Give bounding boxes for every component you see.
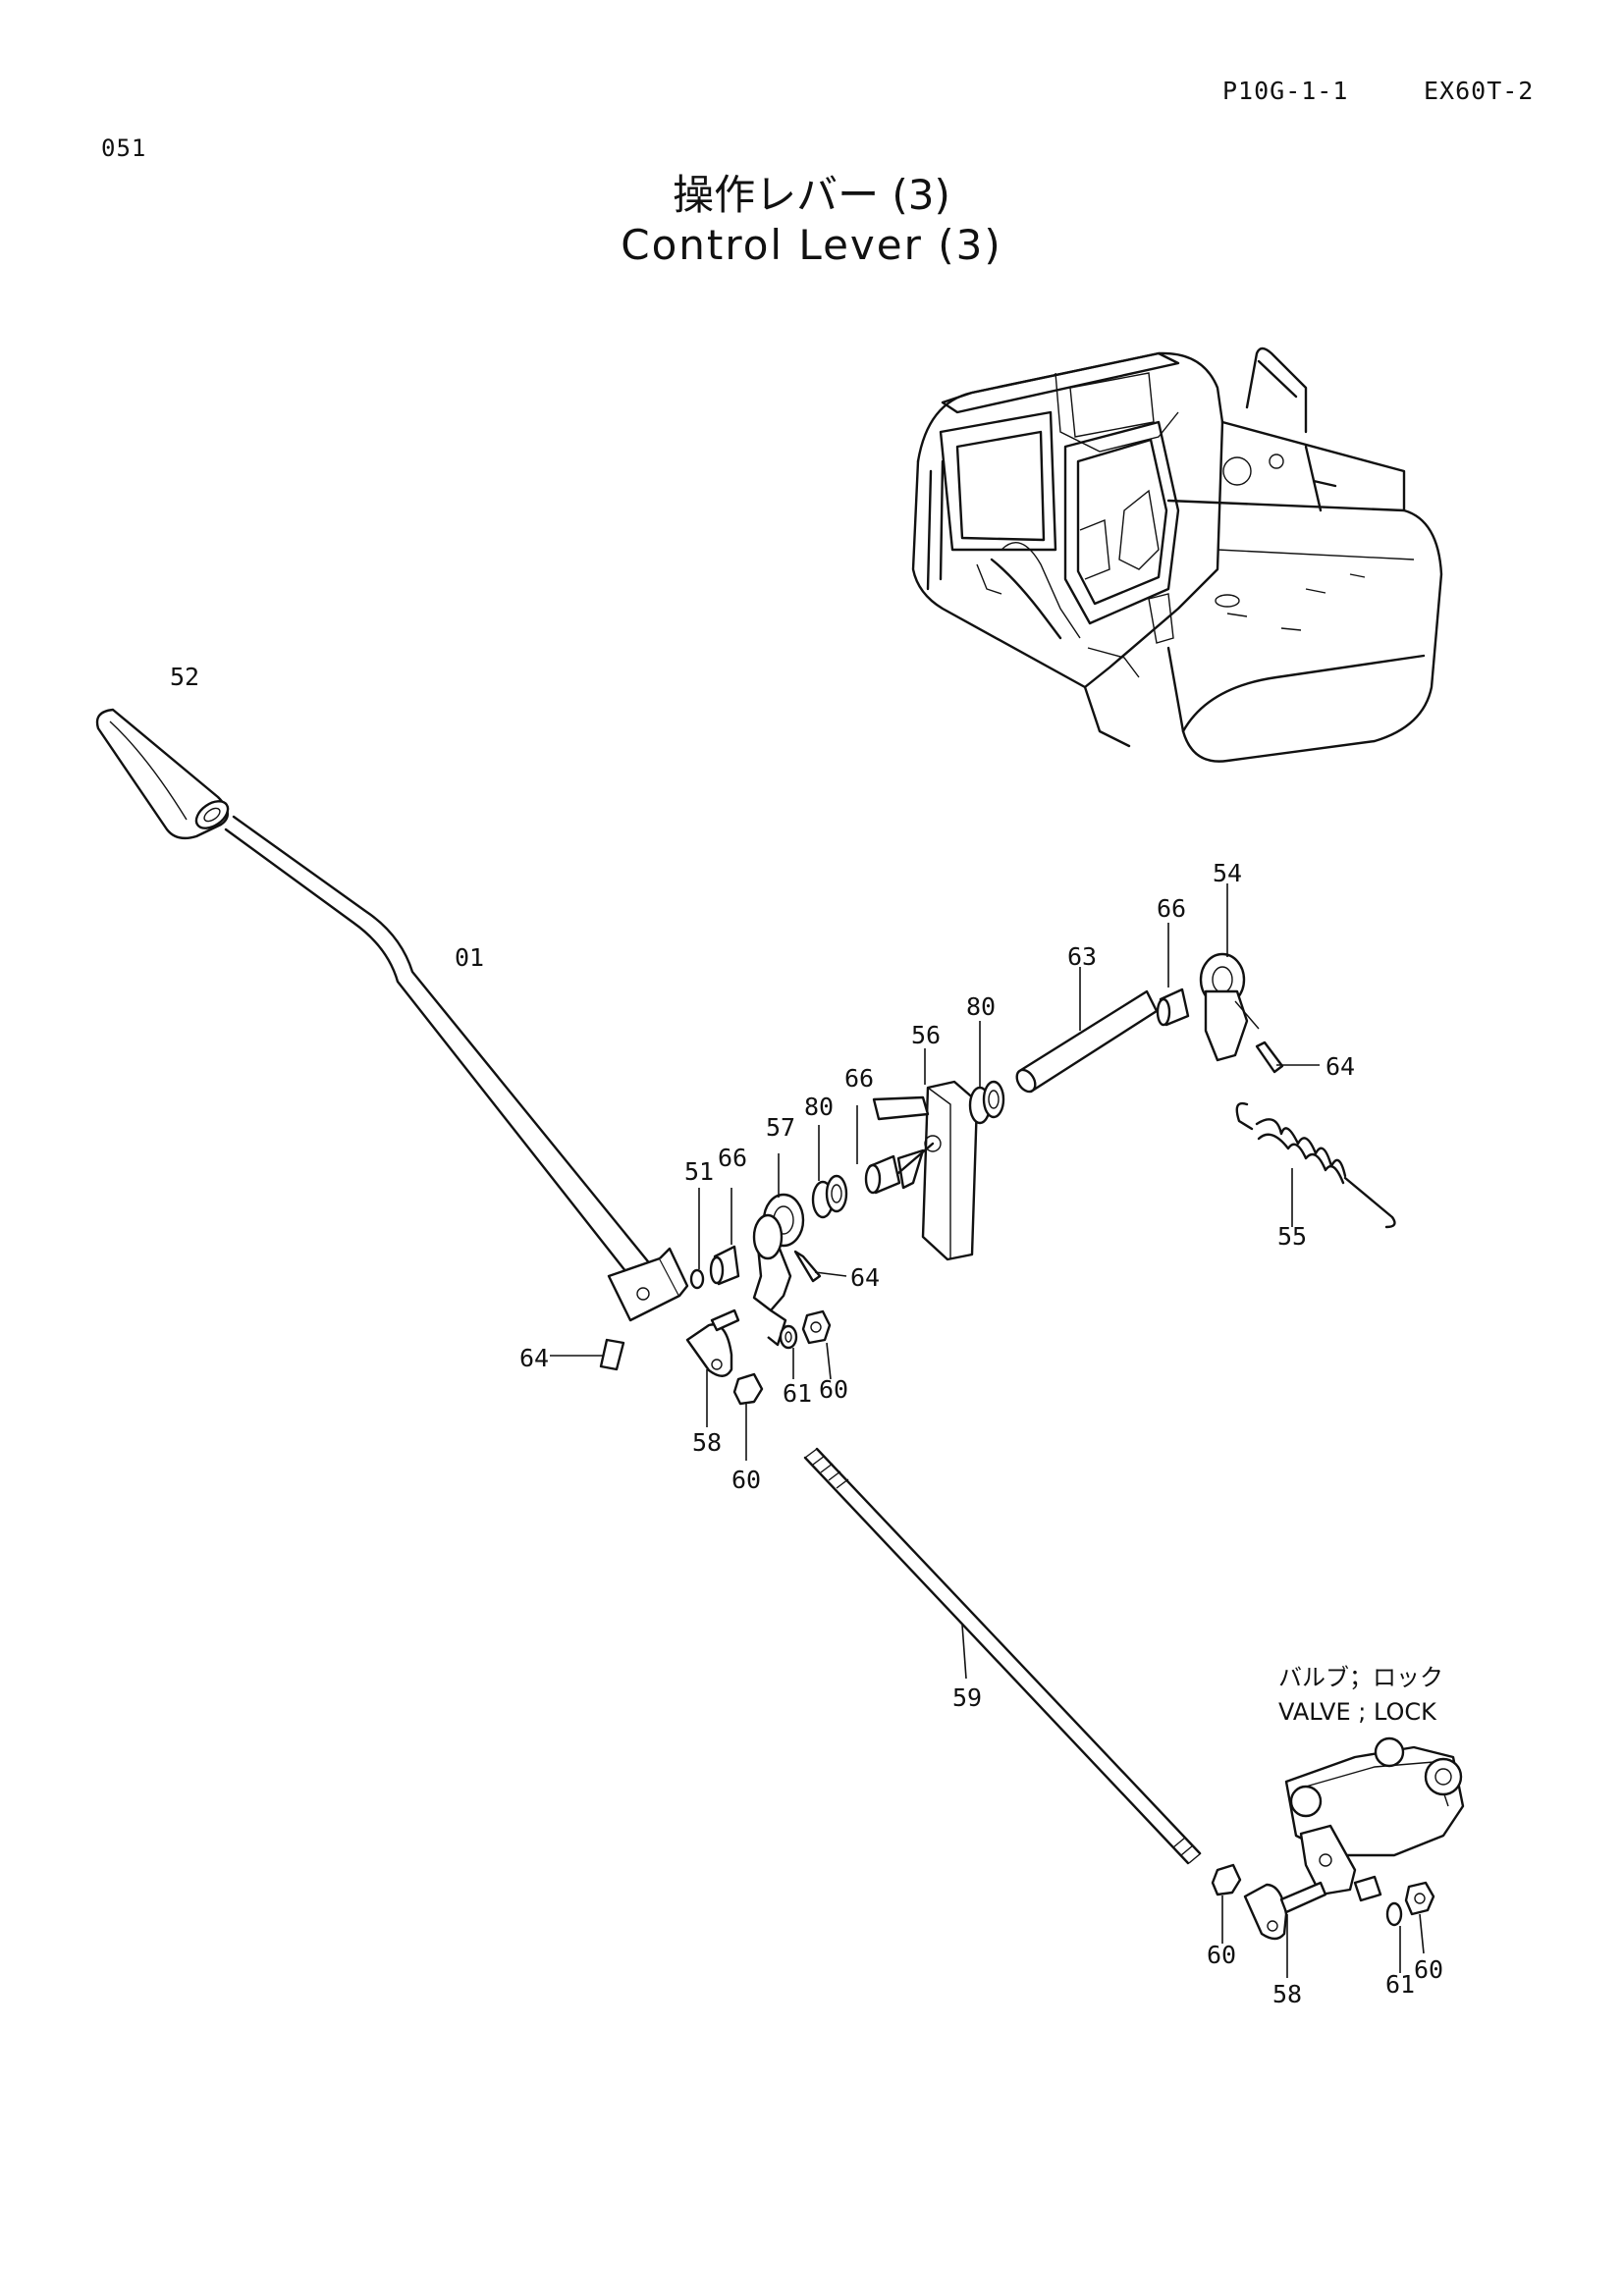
part-60-nut-upper <box>801 1309 832 1380</box>
part-58-rod-end-upper <box>685 1308 740 1427</box>
part-01-control-lever-rod <box>224 815 689 1322</box>
lock-valve-assembly <box>1284 1736 1465 1902</box>
title-english: Control Lever (3) <box>621 221 1002 269</box>
callout-55: 55 <box>1277 1222 1307 1251</box>
part-52-lever-grip <box>95 708 230 840</box>
section-number: 051 <box>101 134 147 162</box>
part-60-nut-lower-left <box>1211 1863 1242 1944</box>
callout-66-lower: 66 <box>718 1144 747 1172</box>
part-63-shaft <box>1015 967 1159 1094</box>
callout-63: 63 <box>1067 942 1097 971</box>
page-code: P10G-1-1 <box>1222 77 1349 105</box>
part-51-snap-ring <box>689 1188 705 1290</box>
part-60-nut-lower-right <box>1404 1881 1435 1954</box>
part-60-nut-rod <box>732 1372 764 1461</box>
callout-56: 56 <box>911 1021 941 1049</box>
callout-51: 51 <box>684 1157 714 1186</box>
part-54-lever <box>1199 883 1260 1062</box>
part-64-pin-middle <box>793 1250 847 1283</box>
callout-58-upper: 58 <box>692 1428 722 1457</box>
note-valve-lock-english: VALVE ; LOCK <box>1278 1698 1437 1726</box>
part-66-bushing-center <box>856 1105 901 1195</box>
callout-60-upper: 60 <box>819 1375 848 1404</box>
part-66-bushing-left <box>709 1188 740 1286</box>
callout-59: 59 <box>952 1683 982 1712</box>
part-80-washer-right <box>968 1021 1005 1125</box>
part-58-rod-end-lower <box>1243 1881 1327 1978</box>
part-64-pin-upper-right <box>1255 1041 1320 1074</box>
callout-66-middle: 66 <box>844 1064 874 1093</box>
part-61-washer-lower <box>1385 1901 1403 1973</box>
callout-61-lower: 61 <box>1385 1970 1415 1999</box>
part-61-washer-upper <box>779 1324 798 1379</box>
callout-58-lower: 58 <box>1272 1980 1302 2008</box>
title-japanese: 操作レバー (3) <box>673 171 950 219</box>
part-64-pin-lower-left <box>550 1338 625 1371</box>
part-66-bushing-right <box>1156 923 1190 1027</box>
excavator-overview-illustration <box>911 347 1443 763</box>
callout-80-upper: 80 <box>966 992 996 1021</box>
callout-57: 57 <box>766 1113 795 1142</box>
model-code: EX60T-2 <box>1424 77 1535 105</box>
callout-64-lower-left: 64 <box>519 1344 549 1372</box>
callout-54: 54 <box>1213 859 1242 887</box>
part-59-long-rod <box>803 1447 1202 1865</box>
callout-64-upper-right: 64 <box>1325 1052 1355 1081</box>
callout-80-middle: 80 <box>804 1093 834 1121</box>
callout-60-rod: 60 <box>731 1466 761 1494</box>
part-80-washer-left <box>811 1125 848 1219</box>
note-valve-lock-japanese: バルブ；ロック <box>1278 1664 1443 1691</box>
callout-60-lower-right: 60 <box>1414 1955 1443 1984</box>
callout-01: 01 <box>455 943 484 972</box>
callout-52: 52 <box>170 663 199 691</box>
part-55-tension-spring <box>1235 1101 1396 1229</box>
callout-64-middle: 64 <box>850 1263 880 1292</box>
callout-66-upper: 66 <box>1157 894 1186 923</box>
callout-61-upper: 61 <box>783 1379 812 1408</box>
callout-60-lower-left: 60 <box>1207 1941 1236 1969</box>
part-57-lever-bracket <box>752 1153 805 1347</box>
part-56-lock-plate <box>872 1048 979 1261</box>
